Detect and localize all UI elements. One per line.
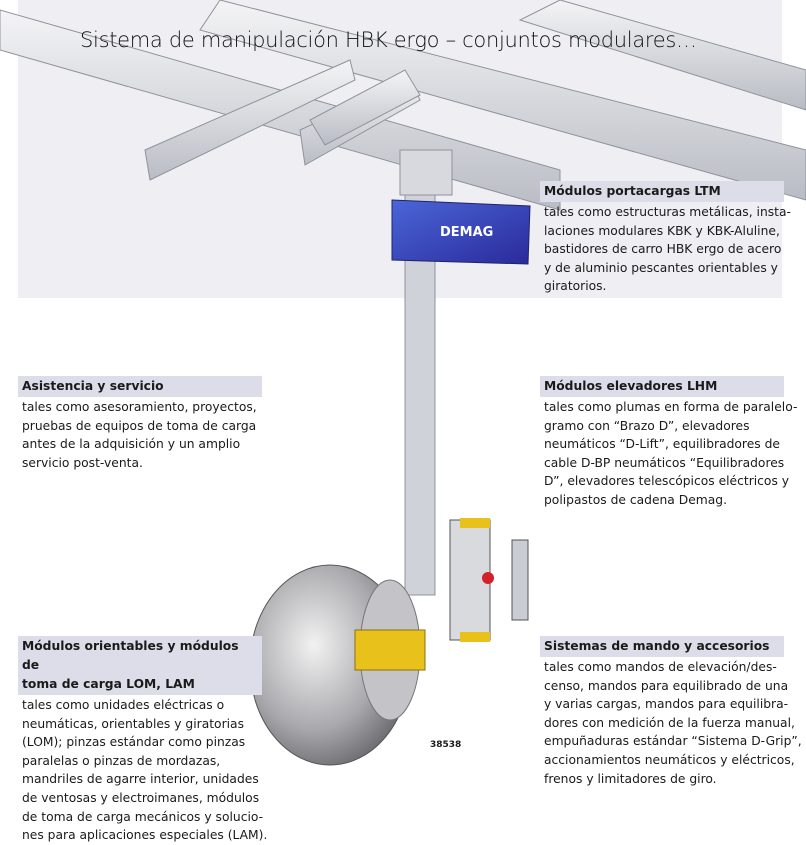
text-line: tales como asesoramiento, proyectos,	[22, 400, 257, 414]
text-line: (LOM); pinzas estándar como pinzas	[22, 735, 246, 750]
text-line: tales como plumas en forma de paralelo-	[544, 400, 798, 414]
text-line: gramo con “Brazo D”, elevadores	[544, 418, 750, 433]
rail-right	[199, 0, 806, 201]
heading-line: Módulos elevadores LHM	[544, 379, 718, 393]
section-lom: Módulos orientables y módulos de toma de…	[18, 636, 268, 845]
crossbeam-3	[309, 69, 421, 146]
text-line: polipastos de cadena Demag.	[544, 492, 728, 507]
heading-line: Módulos portacargas LTM	[544, 184, 721, 198]
section-lhm: Módulos elevadores LHM tales como plumas…	[540, 376, 798, 510]
text-line: tales como estructuras metálicas, insta-	[544, 205, 791, 219]
text-line: empuñaduras estándar “Sistema D-Grip”,	[544, 734, 802, 749]
text-line: neumáticas, orientables y giratorias	[22, 716, 244, 731]
text-line: nes para aplicaciones especiales (LAM).	[22, 828, 268, 843]
column	[404, 194, 436, 596]
section-asistencia: Asistencia y servicio tales como asesora…	[18, 376, 262, 472]
rail-back	[518, 0, 806, 111]
text-line: giratorios.	[544, 279, 607, 294]
section-heading: Módulos orientables y módulos de toma de…	[18, 636, 262, 695]
section-heading: Módulos elevadores LHM	[540, 376, 784, 397]
demag-hoist	[391, 199, 531, 265]
text-line: frenos y limitadores de giro.	[544, 771, 717, 786]
text-line: laciones modulares KBK y KBK-Aluline,	[544, 223, 780, 238]
section-mando: Sistemas de mando y accesorios tales com…	[540, 636, 802, 788]
text-line: paralelas o pinzas de mordazas,	[22, 753, 221, 768]
text-line: tales como mandos de elevación/des-	[544, 660, 777, 674]
demag-logo: DEMAG	[440, 225, 493, 240]
heading-line: Sistemas de mando y accesorios	[544, 639, 770, 653]
page-title: Sistema de manipulación HBK ergo – conju…	[80, 28, 697, 52]
text-line: y varias cargas, mandos para equilibra-	[544, 697, 789, 712]
section-heading: Asistencia y servicio	[18, 376, 262, 397]
heading-line: toma de carga LOM, LAM	[22, 677, 195, 691]
text-line: cable D-BP neumáticos “Equilibradores	[544, 455, 785, 470]
figure-number: 38538	[430, 740, 462, 750]
text-line: tales como unidades eléctricas o	[22, 698, 225, 712]
text-line: de ventosas y electroimanes, módulos	[22, 790, 260, 805]
crossbeam-1	[144, 59, 356, 181]
text-line: pruebas de equipos de toma de carga	[22, 418, 257, 433]
text-line: antes de la adquisición y un amplio	[22, 437, 241, 452]
heading-line: Módulos orientables y módulos de	[22, 639, 239, 672]
text-line: bastidores de carro HBK ergo de acero	[544, 242, 782, 257]
text-line: dores con medición de la fuerza manual,	[544, 715, 795, 730]
text-line: accionamientos neumáticos y eléctricos,	[544, 752, 795, 767]
section-heading: Sistemas de mando y accesorios	[540, 636, 784, 657]
text-line: censo, mandos para equilibrado de una	[544, 678, 789, 693]
crane-illustration: DEMAG	[0, 0, 806, 766]
text-line: D”, elevadores telescópicos eléctricos y	[544, 474, 790, 489]
heading-line: Asistencia y servicio	[22, 379, 164, 393]
section-ltm: Módulos portacargas LTM tales como estru…	[540, 181, 791, 296]
section-heading: Módulos portacargas LTM	[540, 181, 784, 202]
text-line: servicio post-venta.	[22, 455, 143, 470]
text-line: y de aluminio pescantes orientables y	[544, 260, 778, 275]
text-line: de toma de carga mecánicos y solucio-	[22, 809, 264, 824]
text-line: neumáticos “D-Lift”, equilibradores de	[544, 437, 780, 452]
text-line: mandriles de agarre interior, unidades	[22, 772, 259, 787]
